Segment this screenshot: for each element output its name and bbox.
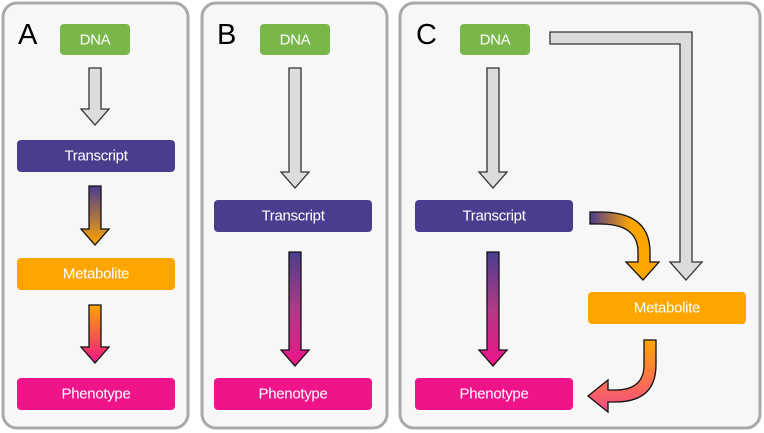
metabolite-node — [588, 292, 746, 324]
panel-label: B — [217, 19, 236, 51]
phenotype-node — [17, 378, 175, 410]
arrow-dna-to-metabolite — [549, 31, 704, 281]
transcript-label: Transcript — [462, 208, 526, 225]
arrow-metabolite-to-phenotype — [79, 304, 111, 364]
arrow-dna-to-transcript — [279, 67, 311, 189]
dna-label: DNA — [80, 32, 111, 49]
transcript-node — [415, 200, 573, 232]
metabolite-node — [17, 258, 175, 290]
phenotype-label: Phenotype — [459, 386, 528, 403]
panel-b: B DNA Transcript Phenotype — [200, 1, 389, 430]
arrow-dna-to-transcript — [477, 67, 509, 189]
phenotype-label: Phenotype — [61, 386, 130, 403]
phenotype-label: Phenotype — [258, 386, 327, 403]
dna-label: DNA — [480, 32, 511, 49]
arrow-transcript-to-phenotype — [279, 251, 311, 367]
panel-a: A DNA Transcript Metabolite Phenotype — [1, 1, 190, 430]
dna-label: DNA — [280, 32, 311, 49]
phenotype-node — [415, 378, 573, 410]
panel-c: C DNA Transcript Metabolite Phenotype — [398, 1, 762, 430]
arrow-metabolite-to-phenotype — [586, 339, 657, 414]
arrow-transcript-to-metabolite — [589, 211, 661, 281]
panel-label: C — [416, 19, 437, 51]
metabolite-label: Metabolite — [634, 300, 700, 317]
dna-node — [460, 24, 530, 55]
arrow-transcript-to-metabolite — [79, 185, 111, 246]
transcript-label: Transcript — [261, 208, 325, 225]
transcript-node — [214, 200, 372, 232]
transcript-label: Transcript — [64, 148, 128, 165]
arrow-dna-to-transcript — [79, 67, 111, 126]
phenotype-node — [214, 378, 372, 410]
dna-node — [60, 24, 130, 55]
panel-label: A — [18, 19, 38, 51]
dna-node — [260, 24, 330, 55]
arrow-transcript-to-phenotype — [477, 251, 509, 367]
metabolite-label: Metabolite — [63, 266, 129, 283]
transcript-node — [17, 140, 175, 172]
